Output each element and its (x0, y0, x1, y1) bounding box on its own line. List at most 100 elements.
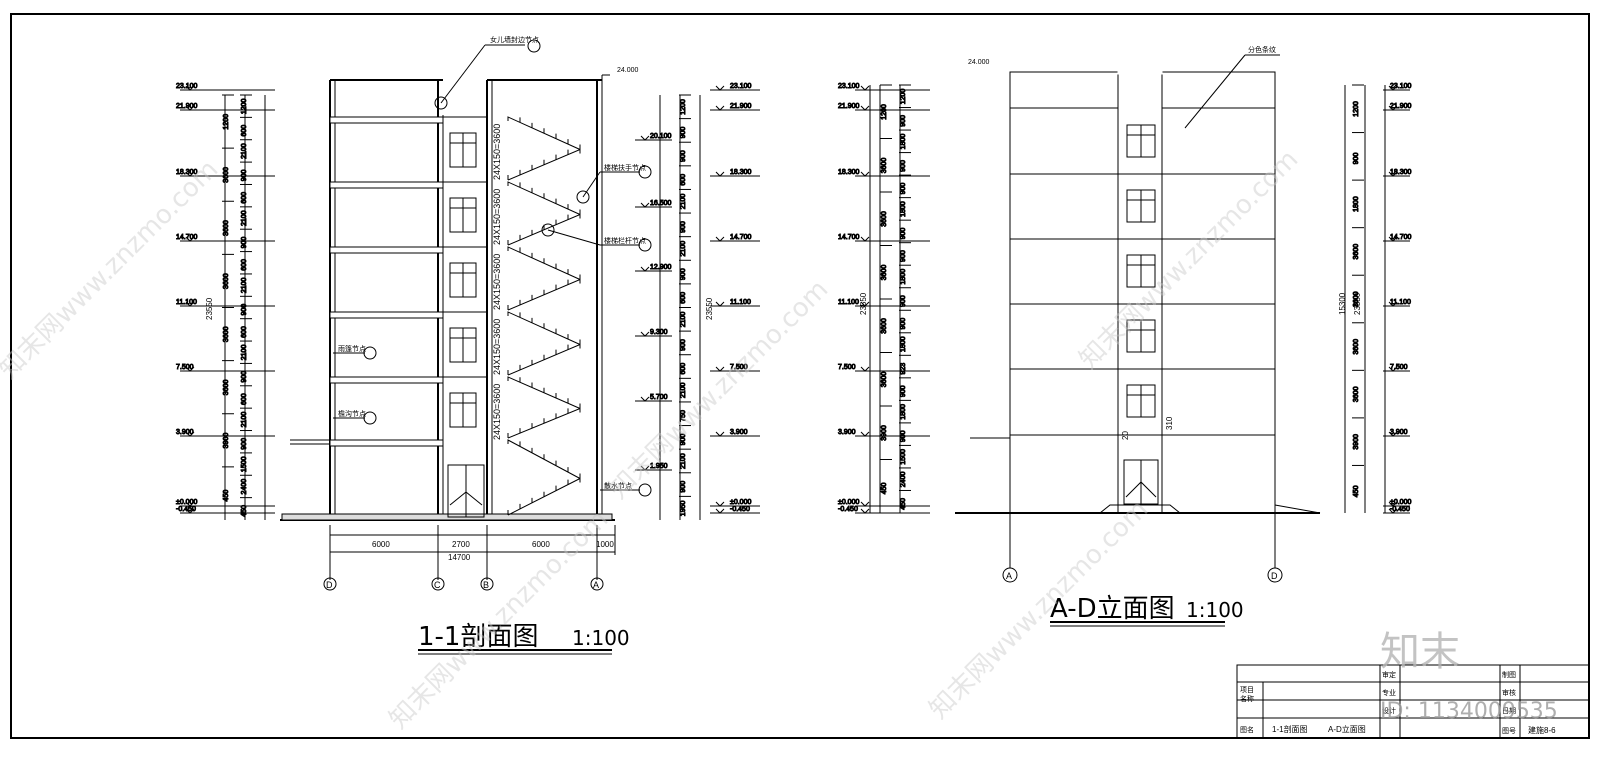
section-left-outer-dim-1: 3600 (223, 167, 230, 183)
elevation-left-level-3: 14.700 (838, 234, 860, 241)
elevation-left-inner-dim-14: 1800 (900, 404, 907, 420)
elevation-left-level-2: 18.300 (838, 169, 860, 176)
section-left-outer-dim-5: 3600 (223, 380, 230, 396)
drawing-texts: 1-1剖面图 1:100 A-D立面图 1:100 6000 2700 6000… (0, 35, 1558, 735)
elevation-left-outer-dim-5: 3600 (881, 372, 888, 388)
section-right-inner-dim-8: 600 (680, 292, 687, 304)
section-roof-level: 24.000 (617, 67, 639, 74)
elevation-left-outer-dim-2: 3600 (881, 211, 888, 227)
elevation-left-inner-dim-5: 1800 (900, 201, 907, 217)
stair-level-4: 5.700 (650, 394, 668, 401)
elevation-left-inner-dim-18: 450 (900, 498, 907, 510)
section-right-inner-dim-17: 1950 (680, 501, 687, 517)
elevation-left-level-triangle (860, 501, 870, 507)
section-right-inner-dim-13: 750 (680, 410, 687, 422)
elevation-left-inner-dim-10: 900 (900, 318, 907, 330)
section-left-inner-dim-10: 600 (241, 326, 248, 338)
section-right-level-triangle (715, 85, 725, 91)
axis-b: B (483, 580, 489, 590)
stair-level-5: 1.950 (650, 463, 668, 470)
elevation-left-level-5: 7.500 (838, 364, 856, 371)
section-left-inner-dim-4: 600 (241, 192, 248, 204)
section-title: 1-1剖面图 (418, 622, 538, 652)
elevation-left-level-triangle (860, 508, 870, 514)
section-left-inner-dim-16: 1500 (241, 456, 248, 472)
flight-5: 24X150=3600 (492, 384, 502, 440)
elevation-left-inner-dim-16: 1500 (900, 449, 907, 465)
section-right-inner-dim-4: 2100 (680, 194, 687, 210)
elevation-right-level-0: 23.100 (1390, 83, 1412, 90)
section-left-outer-dim-7: 450 (223, 490, 230, 502)
section-right-inner-dim-5: 900 (680, 221, 687, 233)
tb-check: 审核 (1502, 688, 1516, 697)
elevation-right-inner-dim-6: 3600 (1353, 386, 1360, 402)
elevation-left-inner-dim-12: 923 (900, 363, 907, 375)
section-right-level-triangle (715, 236, 725, 242)
section-left-inner-dim-9: 900 (241, 304, 248, 316)
section-left-inner-dim-17: 2400 (241, 479, 248, 495)
elevation-right-sub: 15300 (1338, 292, 1347, 315)
elevation-left-inner-dim-6: 900 (900, 228, 907, 240)
elevation-right-inner-dim-8: 450 (1353, 485, 1360, 497)
section-right-level-0: 23.100 (730, 83, 752, 90)
section-right-level-triangle (715, 171, 725, 177)
elevation-left-outer-dim-3: 3600 (881, 265, 888, 281)
stair-level-triangle (640, 202, 650, 208)
section-right-level-triangle (715, 105, 725, 111)
elevation-right-level-1: 21.900 (1390, 103, 1412, 110)
elevation-right-inner-dim-4: 3600 (1353, 291, 1360, 307)
stair-level-triangle (640, 465, 650, 471)
dim-6000-b: 6000 (532, 540, 550, 549)
stair-level-triangle (640, 266, 650, 272)
elevation-right-level-4: 11.100 (1390, 299, 1411, 306)
flight-2: 24X150=3600 (492, 189, 502, 245)
section-left-inner-dim-18: 450 (241, 505, 248, 517)
section-right-level-6: 3.900 (730, 429, 748, 436)
sheet-border (10, 13, 1590, 739)
section-right-inner-dim-11: 600 (680, 363, 687, 375)
elevation-left-outer-dim-1: 3600 (881, 158, 888, 174)
section-right-inner-dim-15: 2100 (680, 453, 687, 469)
elevation-left-outer-dim-7: 450 (881, 482, 888, 494)
section-right-level-7: ±0.000 (730, 499, 751, 506)
stair-level-triangle (640, 331, 650, 337)
flight-3: 24X150=3600 (492, 254, 502, 310)
stair-flights (507, 116, 581, 516)
elevation-left-level-triangle (860, 85, 870, 91)
id-watermark: ID: 1134009535 (1380, 699, 1558, 724)
elevation-left-level-triangle (860, 236, 870, 242)
axis-a: A (593, 580, 599, 590)
elevation-scale: 1:100 (1186, 598, 1244, 622)
section-right-inner-dim-6: 2100 (680, 241, 687, 257)
tb-drawing-name-2: A-D立面图 (1328, 724, 1366, 734)
elevation-left-total: 23550 (859, 292, 868, 315)
section-left-outer-dim-3: 3600 (223, 273, 230, 289)
stair-level-2: 12.900 (650, 264, 672, 271)
section-drawing (224, 39, 701, 655)
elevation-right-inner-dim-0: 1200 (1353, 101, 1360, 117)
tb-sheet-label: 图号 (1502, 727, 1516, 735)
stair-level-0: 20.100 (650, 133, 672, 140)
level-marks: 23.100 21.900 18.300 14.700 11.100 7.500 3.900… (176, 83, 1413, 518)
elevation-left-level-1: 21.900 (838, 103, 860, 110)
section-right-level-1: 21.900 (730, 103, 752, 110)
elevation-left-inner-dim-8: 1800 (900, 269, 907, 285)
section-left-inner-dim-1: 600 (241, 125, 248, 137)
section-left-total: 23550 (205, 297, 214, 320)
elevation-left-outer-dim-6: 3900 (881, 425, 888, 441)
section-right-inner-dim-3: 600 (680, 174, 687, 186)
section-left-inner-dim-7: 600 (241, 259, 248, 271)
elevation-right-inner-dim-3: 3600 (1353, 244, 1360, 260)
stair-level-1: 16.500 (650, 200, 672, 207)
stair-level-3: 9.300 (650, 329, 668, 336)
section-left-inner-dim-15: 900 (241, 438, 248, 450)
elevation-left-inner-dim-2: 1800 (900, 134, 907, 150)
dim-6000-a: 6000 (372, 540, 390, 549)
dim-total: 14700 (448, 553, 471, 562)
elevation-right-level-8: -0.450 (1390, 506, 1410, 513)
elevation-left-outer-dim-4: 3600 (881, 318, 888, 334)
section-left-inner-dim-5: 2100 (241, 210, 248, 226)
tb-project-1: 项目 (1240, 686, 1254, 694)
note-apron: 散水节点 (604, 481, 632, 490)
